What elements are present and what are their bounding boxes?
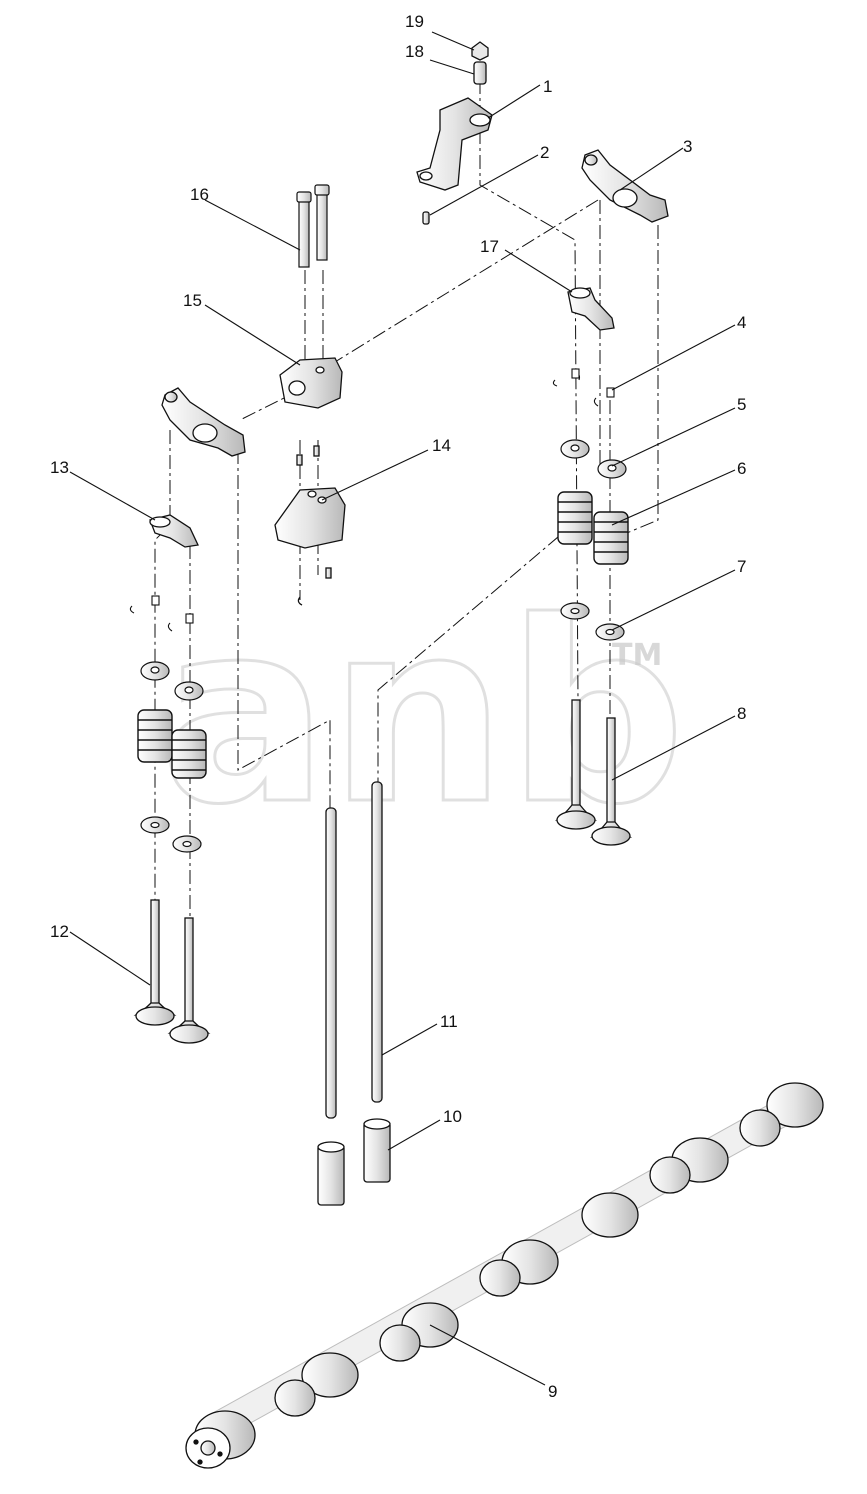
rocker-bracket — [416, 41, 493, 225]
callout-8: 8 — [737, 704, 746, 723]
rocker-arm-right — [581, 149, 669, 223]
tappets — [317, 1118, 391, 1206]
watermark-tm: TM — [612, 638, 662, 673]
callout-2: 2 — [540, 143, 549, 162]
callout-10: 10 — [443, 1107, 462, 1126]
callout-labels: 19 18 1 2 3 4 5 6 7 8 9 10 11 12 13 14 1… — [50, 12, 746, 1401]
valves — [133, 699, 633, 1044]
rocker-arm-left — [161, 387, 246, 457]
callout-5: 5 — [737, 395, 746, 414]
valve-keepers — [129, 368, 615, 632]
rocker-support-15 — [279, 357, 343, 409]
callout-11: 11 — [440, 1012, 458, 1031]
watermark-logo: anb — [160, 568, 686, 859]
watermark: anb TM — [159, 567, 688, 861]
camshaft — [185, 1082, 824, 1469]
callout-6: 6 — [737, 459, 746, 478]
valve-bridge-13 — [149, 514, 199, 548]
bolts — [296, 184, 330, 268]
callout-1: 1 — [543, 77, 552, 96]
callout-16: 16 — [190, 185, 209, 204]
valve-springs — [137, 491, 629, 779]
callout-19: 19 — [405, 12, 424, 31]
washers — [140, 439, 627, 853]
callout-3: 3 — [683, 137, 692, 156]
push-rods — [325, 781, 383, 1119]
callout-14: 14 — [432, 436, 451, 455]
valve-bridge-17 — [567, 287, 615, 331]
callout-13: 13 — [50, 458, 69, 477]
callout-17: 17 — [480, 237, 499, 256]
callout-15: 15 — [183, 291, 202, 310]
leader-lines — [69, 31, 736, 1386]
callout-7: 7 — [737, 557, 746, 576]
callout-18: 18 — [405, 42, 424, 61]
callout-9: 9 — [548, 1382, 557, 1401]
callout-12: 12 — [50, 922, 69, 941]
callout-4: 4 — [737, 313, 746, 332]
